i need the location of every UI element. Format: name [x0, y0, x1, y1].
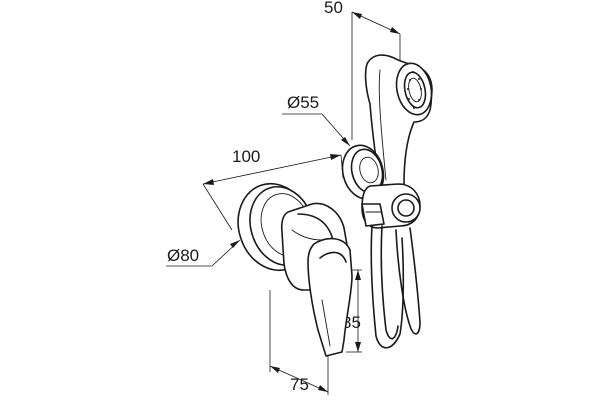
dim-line-75: [269, 365, 329, 393]
arrow-50-b: [390, 27, 400, 34]
label-d80: Ø80: [167, 246, 199, 265]
arrow-85-a: [355, 270, 361, 280]
dimension-50: 50: [324, 0, 401, 140]
label-100: 100: [232, 147, 260, 166]
arrow-85-b: [355, 342, 361, 352]
label-75: 75: [290, 375, 309, 394]
dim-line-100: [202, 154, 342, 185]
shower-hose: [370, 225, 421, 349]
dimension-100: 100: [202, 147, 344, 231]
label-d55: Ø55: [287, 93, 319, 112]
arrow-75-b: [318, 385, 328, 392]
shower-nozzles: [407, 71, 422, 109]
label-50: 50: [324, 0, 343, 17]
arrow-75-a: [270, 366, 280, 373]
arrow-100-b: [330, 154, 341, 160]
shower-holder: [361, 183, 421, 229]
ext-line-100-left: [202, 183, 233, 231]
arrow-80: [230, 240, 240, 248]
arrow-55: [341, 137, 350, 146]
arrow-50-a: [352, 12, 362, 19]
dimension-d80: Ø80: [166, 239, 241, 267]
arrow-100-a: [203, 179, 214, 185]
mixer-lever: [307, 237, 353, 357]
hand-shower: [364, 54, 433, 189]
dimension-75: 75: [269, 290, 329, 395]
dimension-d55: Ø55: [282, 93, 351, 147]
